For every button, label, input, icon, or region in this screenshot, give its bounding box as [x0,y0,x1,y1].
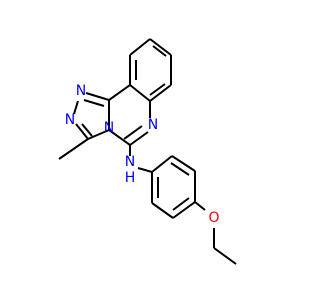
bond [75,123,89,140]
bond [129,131,149,146]
atom-label-n3: N [104,120,114,136]
atom-label-nh-n: N [125,154,135,170]
bond [151,202,174,219]
bond [151,155,173,173]
bond [129,38,151,56]
bond [73,100,79,115]
bond [108,129,131,146]
bond [172,197,190,211]
bond [129,84,151,102]
bond [108,84,131,101]
bond [149,38,172,56]
atom-label-group: N N N N N H O [65,83,220,226]
bond [83,99,105,107]
molecule-structure: N N N N N H O [58,38,237,265]
bond [172,201,196,219]
atom-label-nh-h: H [125,170,136,186]
bond [137,167,153,173]
bond [87,129,110,140]
bond [170,162,190,176]
bond [58,138,89,160]
atom-label-n2: N [65,112,75,128]
molecule-canvas: N N N N N H O [58,38,237,265]
bond [81,123,93,137]
bond [213,247,237,265]
atom-label-n-ring: N [148,117,158,133]
bond [123,125,143,140]
bond-group [58,38,237,265]
bond [85,92,110,101]
bond [152,45,167,57]
bond [149,83,166,96]
bond [149,84,172,102]
bond [171,155,196,172]
bond [194,201,206,211]
atom-label-o: O [208,210,219,226]
atom-label-n1: N [76,83,86,99]
